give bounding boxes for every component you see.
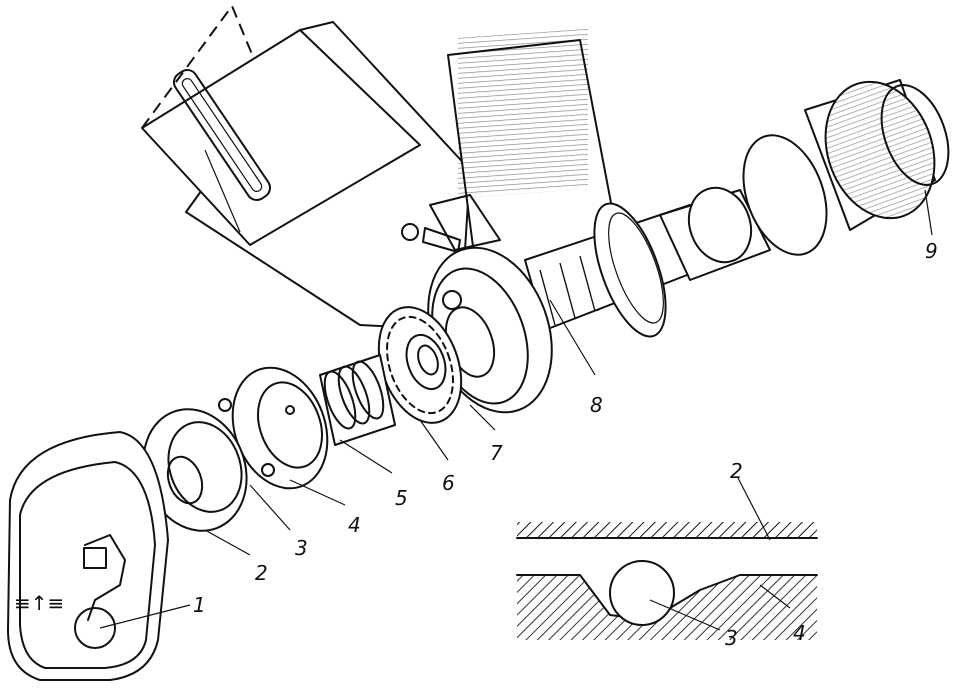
label-4: 4 <box>348 513 361 537</box>
label-6: 6 <box>442 471 455 495</box>
label-3: 3 <box>295 536 308 560</box>
housing-1 <box>7 431 169 681</box>
inset-label-4: 4 <box>793 621 806 645</box>
ring-2 <box>142 408 248 532</box>
part-labels: 1 2 3 4 5 6 7 8 9 2 3 4 ≡↑≡ <box>14 239 938 650</box>
ball-3 <box>609 560 675 626</box>
ratchet-4 <box>218 366 329 490</box>
section-inset <box>516 522 818 640</box>
leader-lines <box>99 189 933 631</box>
label-7: 7 <box>490 441 503 465</box>
left-side-mark: ≡↑≡ <box>14 591 64 615</box>
label-5: 5 <box>395 486 408 510</box>
gear-6 <box>377 306 463 424</box>
label-2: 2 <box>255 561 268 585</box>
label-1: 1 <box>193 593 206 617</box>
lever-plate <box>141 21 471 331</box>
spring-5 <box>319 354 396 446</box>
inset-label-2: 2 <box>730 459 743 483</box>
end-drum <box>659 79 950 281</box>
inset-label-3: 3 <box>725 626 738 650</box>
label-8: 8 <box>590 393 603 417</box>
label-9: 9 <box>925 239 938 263</box>
